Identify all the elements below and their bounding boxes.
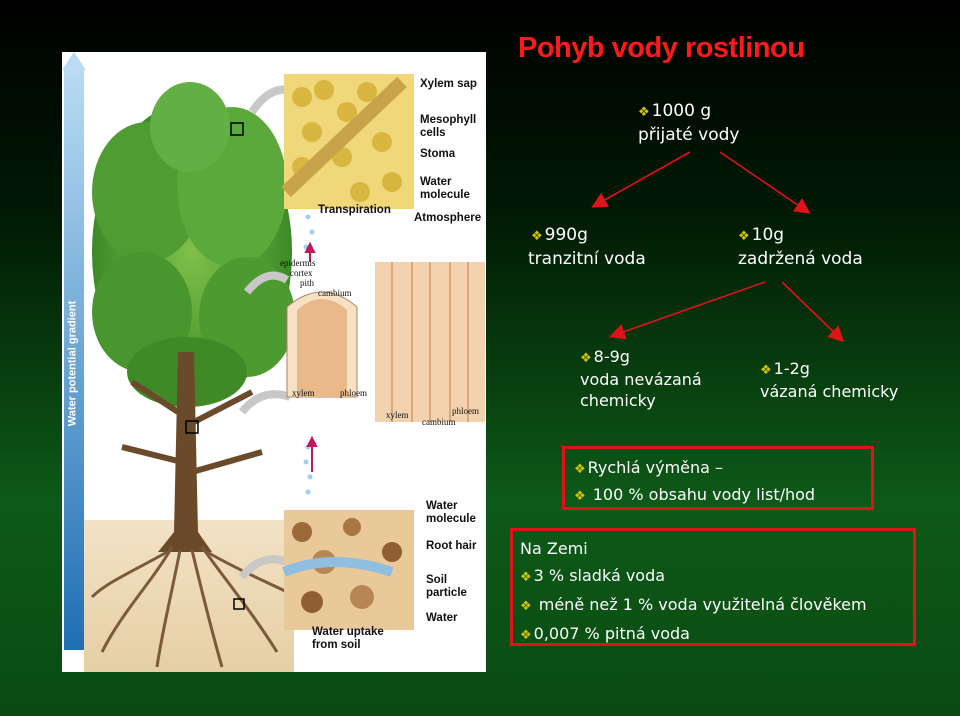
label-mesophyll-cells: Mesophyll cells — [420, 114, 477, 139]
earth-box — [510, 528, 916, 646]
earth-box-text: Na Zemi ❖3 % sladká voda ❖ méně než 1 % … — [520, 535, 867, 649]
tree-roots — [90, 546, 288, 668]
exchange-box — [562, 446, 874, 510]
diamond-bullet-icon: ❖ — [520, 628, 532, 643]
label-soil-particle: Soil particle — [426, 574, 467, 599]
root-section — [282, 510, 414, 630]
node-left: ❖990g tranzitní voda — [528, 224, 646, 270]
label-atmosphere: Atmosphere — [414, 212, 482, 224]
label-water-uptake: Water uptake from soil — [312, 626, 384, 651]
diamond-bullet-icon: ❖ — [531, 229, 543, 244]
diamond-bullet-icon: ❖ — [738, 229, 750, 244]
gradient-arrow-head — [62, 52, 86, 70]
node-left-amount: 990g — [544, 225, 588, 245]
earth-item-1: 3 % sladká voda — [533, 566, 666, 585]
pink-arrows — [304, 241, 318, 472]
label-water: Water — [426, 612, 458, 624]
exchange-line-2: 100 % obsahu vody list/hod — [592, 485, 816, 504]
label-cambium-bottom: cambium — [422, 417, 456, 427]
label-root-hair: Root hair — [426, 540, 477, 552]
node-right: ❖10g zadržená voda — [738, 224, 863, 270]
earth-item-3: 0,007 % pitná voda — [533, 624, 690, 643]
diamond-bullet-icon: ❖ — [638, 105, 650, 120]
diamond-bullet-icon: ❖ — [520, 570, 532, 585]
label-water-molecule-top: Water molecule — [420, 176, 470, 201]
node-left-label: tranzitní voda — [528, 249, 646, 269]
earth-item-2: méně než 1 % voda využitelná člověkem — [538, 595, 867, 614]
exchange-line-1: Rychlá výměna – — [587, 458, 724, 477]
label-stoma: Stoma — [420, 148, 456, 160]
label-pith: pith — [300, 278, 315, 288]
label-xylem-right: xylem — [386, 410, 409, 420]
node-sub-left-label-2: chemicky — [580, 391, 656, 410]
slide-title: Pohyb vody rostlinou — [518, 32, 805, 64]
exchange-box-text: ❖Rychlá výměna – ❖ 100 % obsahu vody lis… — [574, 455, 815, 509]
figure-illustration — [62, 52, 485, 672]
diamond-bullet-icon: ❖ — [580, 351, 592, 366]
label-transpiration: Transpiration — [318, 204, 391, 216]
label-xylem-left: xylem — [292, 388, 315, 398]
node-sub-left-amount: 8-9g — [593, 347, 630, 366]
stem-section — [286, 262, 485, 422]
node-sub-right: ❖1-2g vázaná chemicky — [760, 358, 898, 402]
node-right-label: zadržená voda — [738, 249, 863, 269]
plant-water-figure: Water potential gradient Xylem sap Mesop… — [62, 52, 486, 672]
label-xylem-sap: Xylem sap — [420, 78, 477, 90]
diamond-bullet-icon: ❖ — [520, 599, 532, 614]
label-phloem-right: phloem — [452, 406, 479, 416]
label-cambium-top: cambium — [318, 288, 352, 298]
diamond-bullet-icon: ❖ — [574, 489, 586, 504]
label-epidermis: epidermis — [280, 258, 316, 268]
diamond-bullet-icon: ❖ — [760, 363, 772, 378]
earth-heading: Na Zemi — [520, 539, 588, 558]
node-sub-left: ❖8-9g voda nevázaná chemicky — [580, 346, 702, 411]
tree-trunk — [158, 352, 212, 552]
label-phloem-left: phloem — [340, 388, 367, 398]
node-right-amount: 10g — [751, 225, 785, 245]
node-root: ❖1000 g přijaté vody — [638, 100, 740, 146]
leaf-section — [281, 74, 414, 209]
node-sub-left-label-1: voda nevázaná — [580, 370, 702, 389]
diamond-bullet-icon: ❖ — [574, 462, 586, 477]
label-water-molecule-bottom: Water molecule — [426, 500, 476, 525]
label-cortex: cortex — [290, 268, 313, 278]
node-root-label: přijaté vody — [638, 125, 740, 145]
node-root-amount: 1000 g — [651, 101, 712, 121]
gradient-bar — [64, 70, 84, 650]
node-sub-right-label: vázaná chemicky — [760, 382, 899, 401]
node-sub-right-amount: 1-2g — [773, 359, 810, 378]
